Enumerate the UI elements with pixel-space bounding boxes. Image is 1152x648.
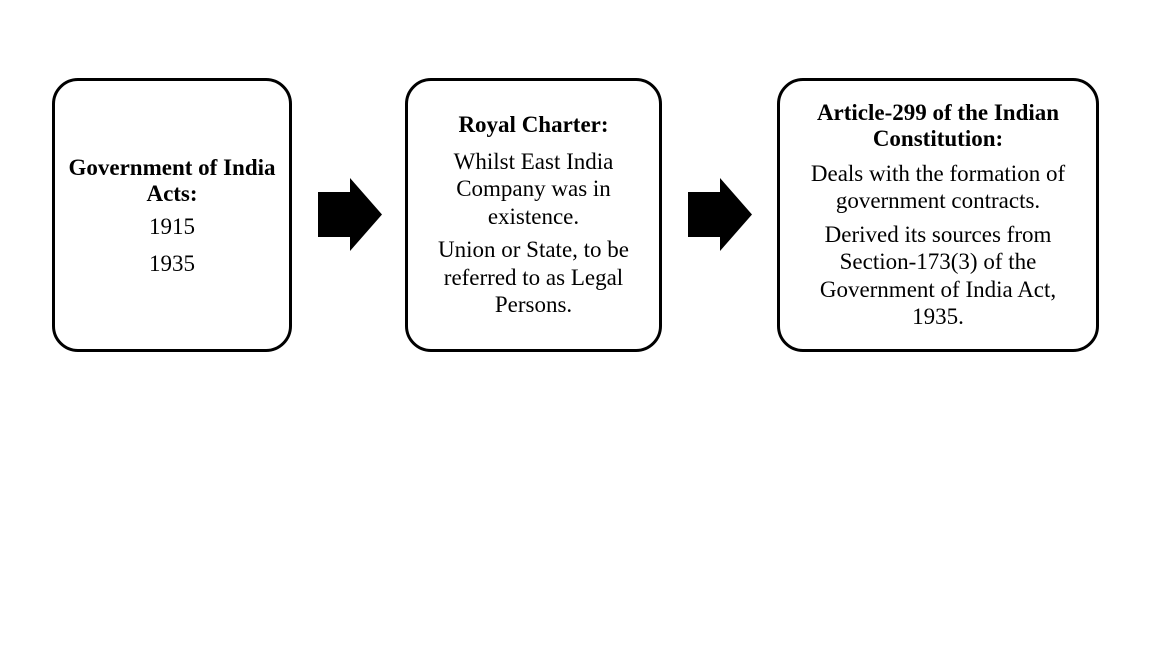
box-paragraph: 1915 [149, 213, 195, 239]
box-title: Article-299 of the Indian Constitution: [816, 99, 1060, 151]
box-paragraph: Union or State, to be referred to as Leg… [438, 237, 629, 317]
right-arrow-icon [688, 178, 752, 251]
box-paragraph: Derived its sources from Section-173(3) … [819, 221, 1057, 330]
box-royal-charter: Royal Charter: Whilst East India Company… [405, 78, 662, 352]
box-title: Government of India Acts: [68, 154, 276, 206]
box-title: Royal Charter: [458, 111, 609, 137]
box-paragraph: 1935 [149, 251, 195, 276]
box-paragraph: Whilst East India Company was in existen… [453, 148, 614, 229]
arrow-shape [688, 178, 752, 251]
arrow-shape [318, 178, 382, 251]
box-paragraph: Deals with the formation of government c… [810, 160, 1066, 214]
box-government-of-india-acts: Government of India Acts: 1915 1935 [52, 78, 292, 352]
right-arrow-icon [318, 178, 382, 251]
box-article-299: Article-299 of the Indian Constitution: … [777, 78, 1099, 352]
